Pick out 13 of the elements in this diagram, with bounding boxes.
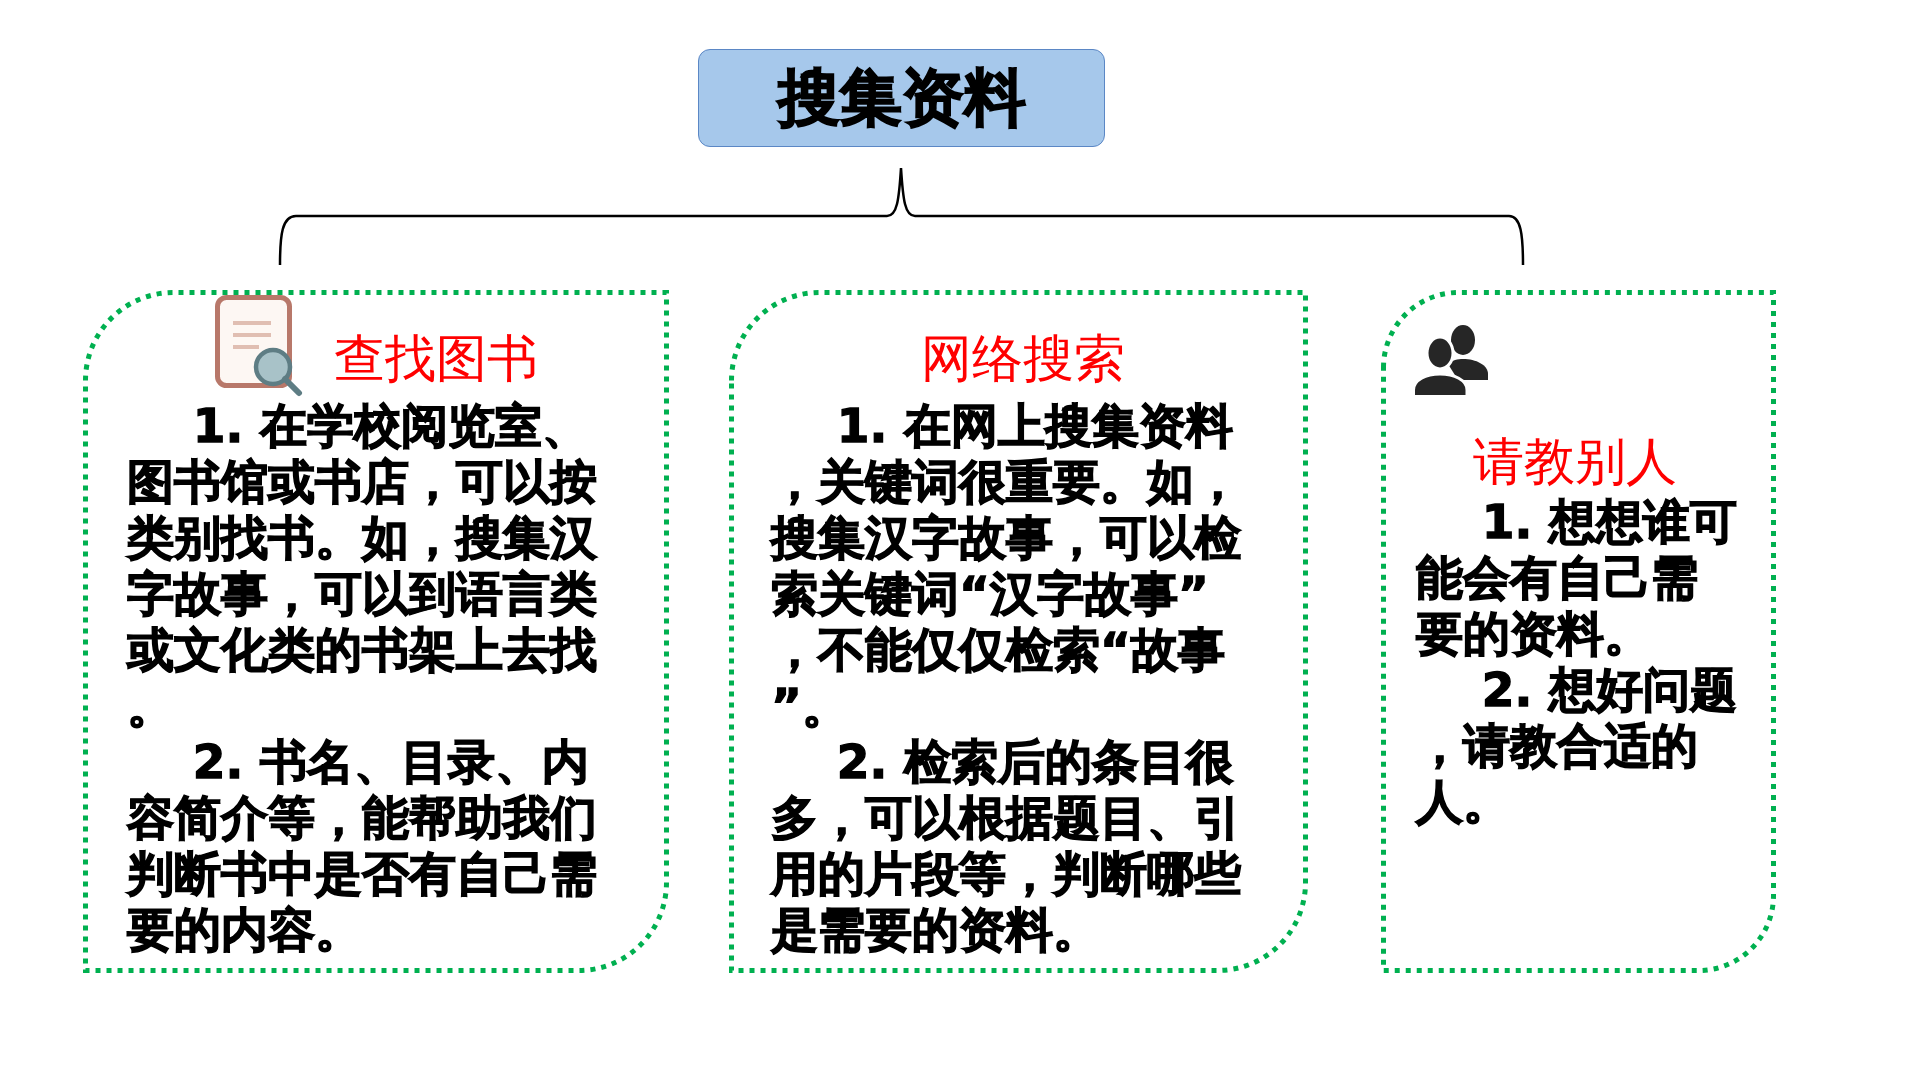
dotted-box	[83, 290, 669, 973]
heading: 请教别人	[1473, 432, 1677, 492]
paragraph: 2. 想好问题，请教合适的人。	[1416, 662, 1738, 830]
paragraph: 2. 检索后的条目很多，可以根据题目、引用的片段等，判断哪些是需要的资料。	[771, 734, 1242, 958]
title-box: 搜集资料	[698, 49, 1105, 147]
paragraph: 1. 在学校阅览室、图书馆或书店，可以按类别找书。如，搜集汉字故事，可以到语言类或文化类的书架上去找。	[127, 398, 598, 734]
paragraph: 2. 书名、目录、内容简介等，能帮助我们判断书中是否有自己需要的内容。	[127, 734, 598, 958]
dotted-box	[1381, 290, 1776, 973]
dotted-box	[729, 290, 1308, 973]
heading: 网络搜索	[921, 329, 1125, 389]
paragraph: 1. 在网上搜集资料，关键词很重要。如，搜集汉字故事，可以检索关键词“汉字故事”，不能仅仅检索“故事”。	[771, 398, 1242, 734]
paragraph: 1. 想想谁可能会有自己需要的资料。	[1416, 494, 1738, 662]
heading: 查找图书	[334, 329, 538, 389]
